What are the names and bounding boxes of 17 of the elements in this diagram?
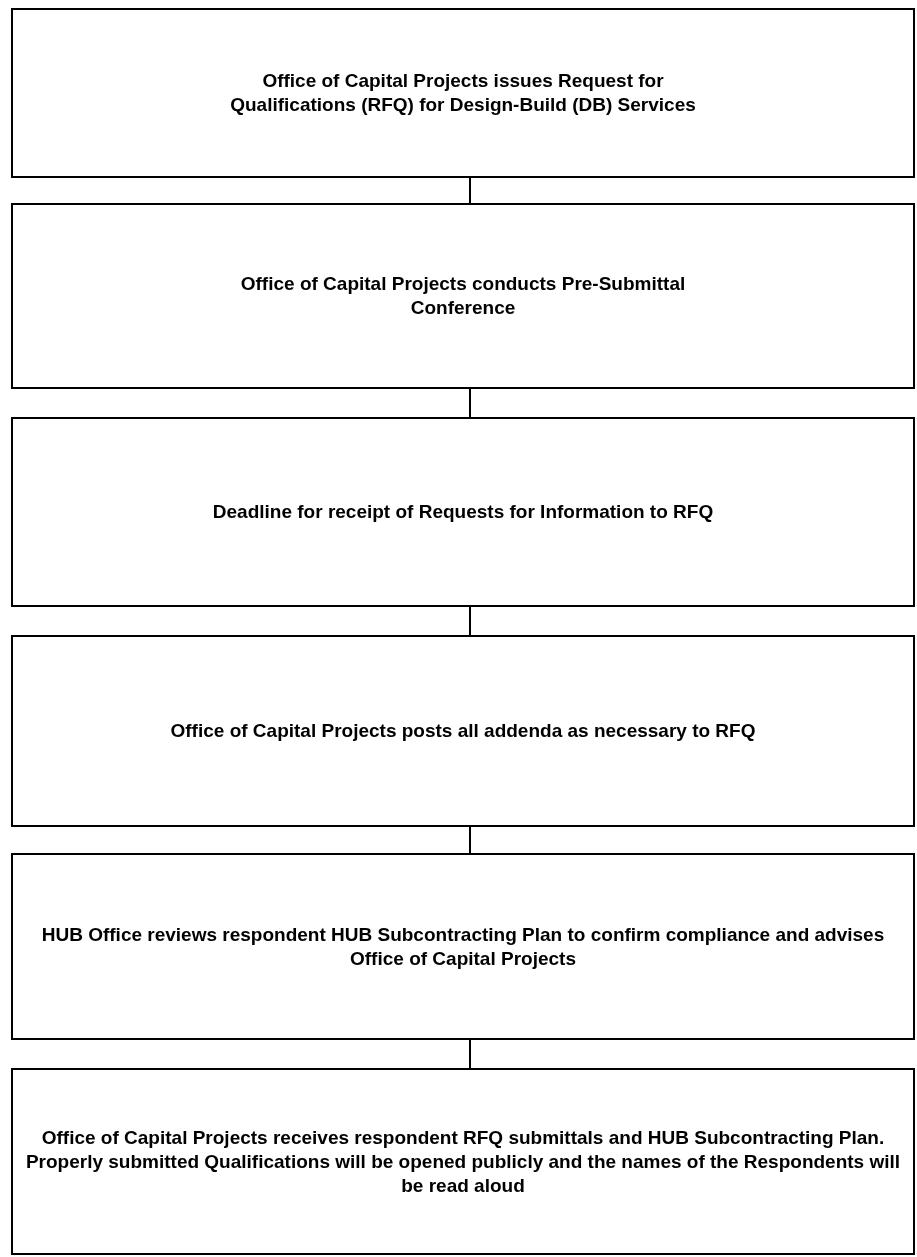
process-box: [11, 417, 915, 607]
step-text: HUB Office reviews respondent HUB Subcontracting Plan to confirm compliance and advises Office of Capital Projects: [40, 922, 886, 971]
connector-line: [469, 606, 471, 636]
process-box: [11, 1068, 915, 1255]
step-text: Office of Capital Projects issues Request for Qualifications (RFQ) for Design-Build (DB) Services: [229, 69, 697, 117]
step-text: Office of Capital Projects receives respondent RFQ submittals and HUB Subcontracting Plan. Properly submitted Qualifications will be opened publicly and the names of the Respondents will be read aloud: [24, 1125, 902, 1198]
process-box: [11, 853, 915, 1040]
step-text: Deadline for receipt of Requests for Information to RFQ: [212, 500, 714, 524]
connector-line: [469, 177, 471, 204]
connector-line: [469, 388, 471, 418]
connector-line: [469, 1039, 471, 1069]
connector-line: [469, 826, 471, 854]
process-box: [11, 635, 915, 827]
step-text: Office of Capital Projects conducts Pre-Submittal Conference: [239, 272, 687, 320]
process-box: [11, 8, 915, 178]
process-box: [11, 203, 915, 389]
step-text: Office of Capital Projects posts all addenda as necessary to RFQ: [170, 719, 756, 743]
